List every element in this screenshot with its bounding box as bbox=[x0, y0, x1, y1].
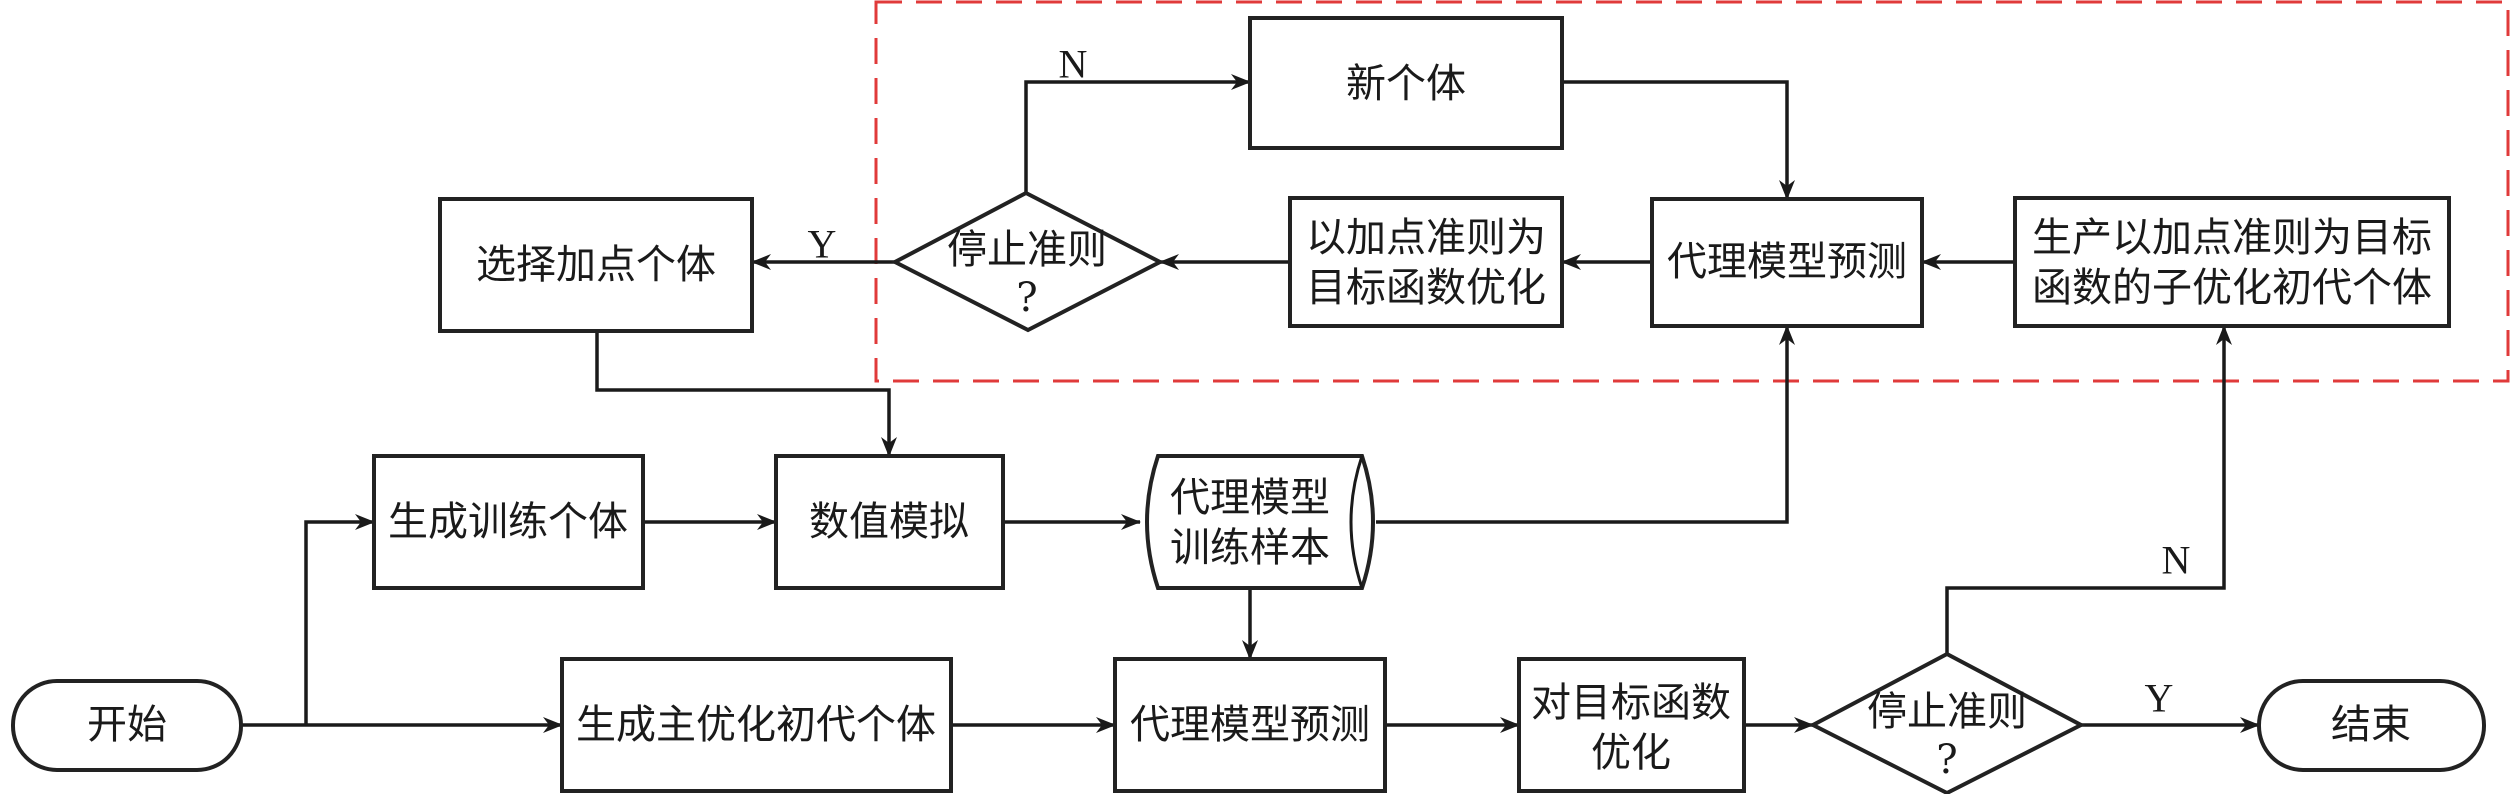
node-stop-sub-label-1: 停止准则 bbox=[947, 227, 1107, 273]
node-stop-main-label-2: ? bbox=[1936, 737, 1957, 783]
node-predict-sub-label: 代理模型预测 bbox=[1667, 239, 1907, 285]
node-select-infill: 选择加点个体 bbox=[438, 197, 754, 333]
edge-label-stop-sub-no: N bbox=[1059, 42, 1088, 87]
node-gen-sub-init-label-1: 生产以加点准则为目标 bbox=[2032, 215, 2432, 261]
edge-stop-sub-to-new-individual bbox=[1024, 74, 1251, 193]
node-start: 开始 bbox=[11, 679, 243, 772]
edge-label-stop-main-no: N bbox=[2162, 538, 2191, 583]
node-training-samples-label-2: 训练样本 bbox=[1170, 525, 1330, 571]
node-optimize-obj-label-1: 对目标函数 bbox=[1531, 680, 1731, 726]
node-gen-main-init: 生成主优化初代个体 bbox=[560, 657, 953, 793]
edge-label-stop-sub-yes: Y bbox=[808, 222, 837, 267]
edge-start-to-gen-training bbox=[304, 514, 375, 725]
node-stop-sub-label-2: ? bbox=[1016, 275, 1037, 321]
node-optimize-infill: 以加点准则为 目标函数优化 bbox=[1288, 196, 1564, 328]
node-gen-sub-init-label-2: 函数的子优化初代个体 bbox=[2032, 265, 2432, 311]
node-end: 结束 bbox=[2257, 679, 2486, 772]
node-stop-main: 停止准则 ? bbox=[1808, 651, 2086, 794]
node-numerical-sim: 数值模拟 bbox=[774, 454, 1005, 590]
node-optimize-infill-label-2: 目标函数优化 bbox=[1306, 265, 1546, 311]
node-optimize-infill-label-1: 以加点准则为 bbox=[1306, 215, 1546, 261]
edges bbox=[241, 74, 2260, 733]
node-numerical-sim-label: 数值模拟 bbox=[809, 499, 969, 545]
node-gen-training-label: 生成训练个体 bbox=[388, 499, 628, 545]
node-gen-sub-init: 生产以加点准则为目标 函数的子优化初代个体 bbox=[2013, 196, 2451, 328]
node-gen-main-init-label: 生成主优化初代个体 bbox=[576, 702, 936, 748]
node-start-label: 开始 bbox=[87, 702, 167, 748]
edge-new-individual-to-predict-sub bbox=[1562, 80, 1795, 200]
node-new-individual: 新个体 bbox=[1248, 16, 1564, 150]
node-predict-sub: 代理模型预测 bbox=[1650, 197, 1924, 328]
node-gen-training: 生成训练个体 bbox=[372, 454, 645, 590]
node-optimize-obj: 对目标函数 优化 bbox=[1517, 657, 1746, 793]
node-new-individual-label: 新个体 bbox=[1346, 61, 1466, 107]
node-training-samples-label-1: 代理模型 bbox=[1170, 475, 1330, 521]
node-select-infill-label: 选择加点个体 bbox=[476, 242, 716, 288]
node-training-samples: 代理模型 训练样本 bbox=[1145, 454, 1375, 590]
node-optimize-obj-label-2: 优化 bbox=[1591, 730, 1671, 776]
node-stop-main-label-1: 停止准则 bbox=[1867, 689, 2027, 735]
edge-stop-main-to-gen-sub-init bbox=[1945, 325, 2232, 654]
edge-select-infill-to-numerical-sim bbox=[595, 331, 897, 457]
sub-optimization-boundary bbox=[874, 0, 2510, 383]
edge-label-stop-main-yes: Y bbox=[2145, 676, 2174, 721]
node-end-label: 结束 bbox=[2331, 702, 2411, 748]
edge-samples-to-predict-sub bbox=[1376, 325, 1795, 524]
node-predict-main: 代理模型预测 bbox=[1113, 657, 1387, 793]
node-stop-sub: 停止准则 ? bbox=[890, 190, 1165, 333]
node-predict-main-label: 代理模型预测 bbox=[1130, 702, 1370, 748]
